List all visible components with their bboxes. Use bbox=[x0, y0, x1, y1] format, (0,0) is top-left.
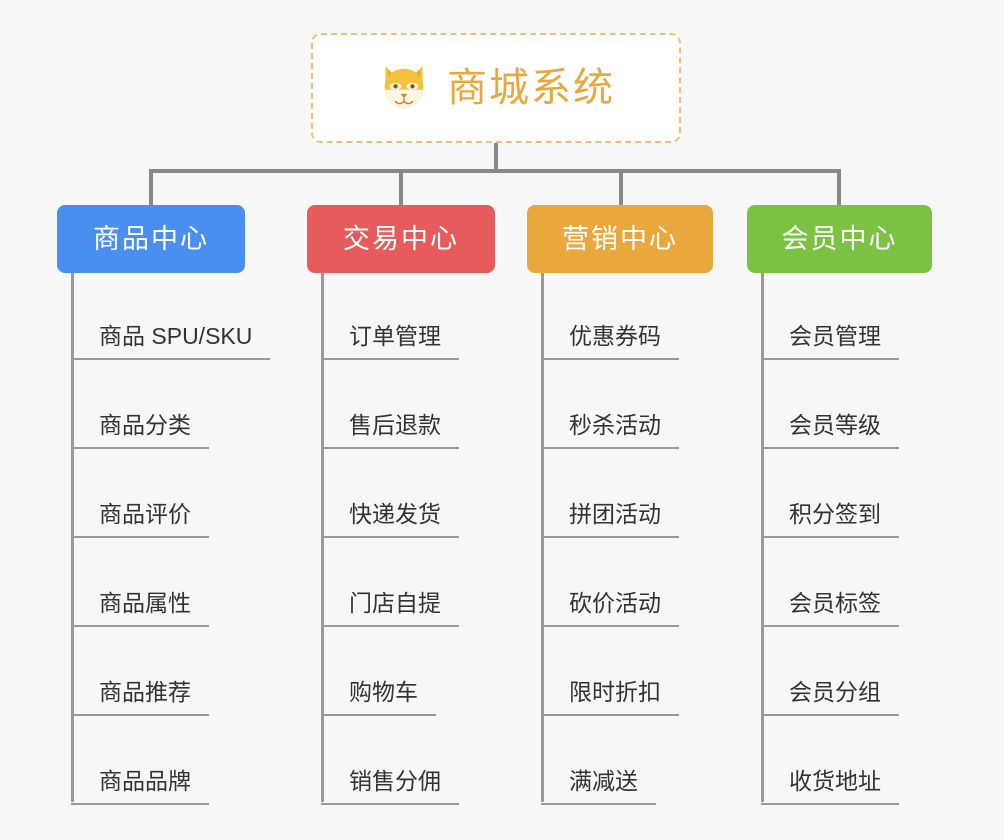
leaf-item-label: 砍价活动 bbox=[541, 592, 679, 627]
root-node[interactable]: 商城系统 bbox=[311, 33, 681, 143]
leaf-item-label: 购物车 bbox=[321, 681, 436, 716]
category-label: 商品中心 bbox=[93, 223, 209, 254]
connector-root-stem bbox=[494, 143, 498, 171]
leaf-item-label: 拼团活动 bbox=[541, 503, 679, 538]
leaf-item-label: 会员等级 bbox=[761, 414, 899, 449]
leaf-item[interactable]: 砍价活动 bbox=[541, 592, 679, 627]
leaf-item[interactable]: 会员管理 bbox=[761, 325, 899, 360]
leaf-item[interactable]: 积分签到 bbox=[761, 503, 899, 538]
leaf-item[interactable]: 快递发货 bbox=[321, 503, 459, 538]
shiba-dog-face-icon bbox=[384, 66, 424, 109]
leaf-item-label: 积分签到 bbox=[761, 503, 899, 538]
leaf-item[interactable]: 收货地址 bbox=[761, 770, 899, 805]
leaf-item[interactable]: 商品评价 bbox=[71, 503, 209, 538]
leaf-item[interactable]: 秒杀活动 bbox=[541, 414, 679, 449]
leaf-item-label: 商品评价 bbox=[71, 503, 209, 538]
leaf-item[interactable]: 会员分组 bbox=[761, 681, 899, 716]
leaf-item[interactable]: 销售分佣 bbox=[321, 770, 459, 805]
connector-drop-4 bbox=[837, 169, 841, 207]
connector-drop-3 bbox=[619, 169, 623, 207]
leaf-item[interactable]: 会员等级 bbox=[761, 414, 899, 449]
leaf-item[interactable]: 售后退款 bbox=[321, 414, 459, 449]
category-label: 营销中心 bbox=[562, 223, 678, 254]
category-box-trade-center[interactable]: 交易中心 bbox=[307, 205, 495, 273]
leaf-item-label: 门店自提 bbox=[321, 592, 459, 627]
leaf-item[interactable]: 会员标签 bbox=[761, 592, 899, 627]
leaf-item-label: 会员管理 bbox=[761, 325, 899, 360]
leaf-item[interactable]: 商品 SPU/SKU bbox=[71, 325, 271, 360]
category-box-member-center[interactable]: 会员中心 bbox=[747, 205, 932, 273]
category-box-product-center[interactable]: 商品中心 bbox=[57, 205, 245, 273]
leaf-item[interactable]: 商品品牌 bbox=[71, 770, 209, 805]
leaf-item[interactable]: 满减送 bbox=[541, 770, 656, 805]
leaf-item[interactable]: 订单管理 bbox=[321, 325, 459, 360]
leaf-item-label: 商品品牌 bbox=[71, 770, 209, 805]
leaf-item-label: 收货地址 bbox=[761, 770, 899, 805]
leaf-item-label: 满减送 bbox=[541, 770, 656, 805]
leaf-item[interactable]: 限时折扣 bbox=[541, 681, 679, 716]
leaf-item[interactable]: 拼团活动 bbox=[541, 503, 679, 538]
category-label: 会员中心 bbox=[781, 223, 898, 254]
connector-drop-1 bbox=[149, 169, 153, 207]
category-label: 交易中心 bbox=[343, 223, 459, 254]
category-box-marketing-center[interactable]: 营销中心 bbox=[527, 205, 713, 273]
leaf-item-label: 商品分类 bbox=[71, 414, 209, 449]
leaf-item-label: 商品 SPU/SKU bbox=[71, 325, 271, 360]
leaf-item[interactable]: 购物车 bbox=[321, 681, 436, 716]
leaf-item-label: 秒杀活动 bbox=[541, 414, 679, 449]
connector-drop-2 bbox=[399, 169, 403, 207]
leaf-item-label: 会员标签 bbox=[761, 592, 899, 627]
leaf-item-label: 快递发货 bbox=[321, 503, 459, 538]
leaf-item[interactable]: 商品属性 bbox=[71, 592, 209, 627]
leaf-item[interactable]: 优惠券码 bbox=[541, 325, 679, 360]
leaf-item-label: 优惠券码 bbox=[541, 325, 679, 360]
leaf-item[interactable]: 商品分类 bbox=[71, 414, 209, 449]
leaf-item-label: 售后退款 bbox=[321, 414, 459, 449]
leaf-item[interactable]: 门店自提 bbox=[321, 592, 459, 627]
leaf-item-label: 商品推荐 bbox=[71, 681, 209, 716]
leaf-item-label: 会员分组 bbox=[761, 681, 899, 716]
leaf-item-label: 限时折扣 bbox=[541, 681, 679, 716]
connector-horizontal-bus bbox=[149, 169, 841, 173]
leaf-item-label: 商品属性 bbox=[71, 592, 209, 627]
root-title: 商城系统 bbox=[447, 66, 615, 110]
leaf-item-label: 销售分佣 bbox=[321, 770, 459, 805]
leaf-item[interactable]: 商品推荐 bbox=[71, 681, 209, 716]
leaf-item-label: 订单管理 bbox=[321, 325, 459, 360]
